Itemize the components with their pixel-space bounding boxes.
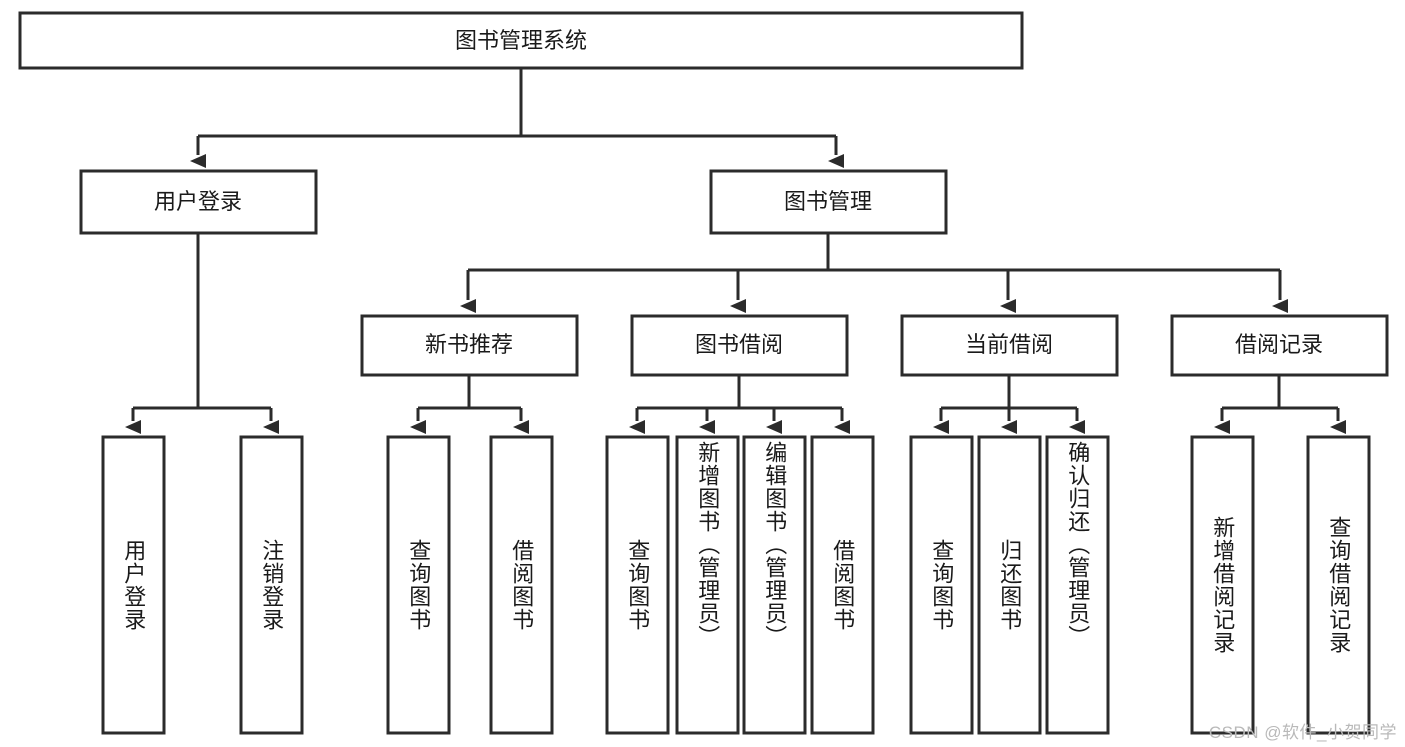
leaf-user-login-1[interactable] xyxy=(239,435,304,735)
leaf-borrow-record-1[interactable] xyxy=(1306,435,1371,735)
node-new-book-recommend[interactable] xyxy=(360,314,579,377)
leaf-borrow-record-0[interactable] xyxy=(1190,435,1255,735)
leaf-book-borrow-3[interactable] xyxy=(810,435,875,735)
leaf-user-login-0[interactable] xyxy=(101,435,166,735)
leaf-book-borrow-1[interactable] xyxy=(675,435,740,735)
edge-book-borrow-to-leaves xyxy=(629,375,850,434)
node-root-label: 图书管理系统 xyxy=(455,28,587,53)
edge-book-manage-to-bus xyxy=(460,233,1288,313)
node-current-borrow-label: 当前借阅 xyxy=(965,332,1053,357)
node-borrow-record[interactable] xyxy=(1170,314,1389,377)
edge-current-borrow-to-leaves xyxy=(933,375,1085,434)
node-book-borrow-label: 图书借阅 xyxy=(695,332,783,357)
node-book-borrow[interactable] xyxy=(630,314,849,377)
edge-user-login-to-leaves xyxy=(125,233,279,434)
node-book-manage-label: 图书管理 xyxy=(784,189,872,214)
leaf-current-borrow-1[interactable] xyxy=(977,435,1042,735)
node-borrow-record-label: 借阅记录 xyxy=(1235,332,1323,357)
leaf-new-book-recommend-0[interactable] xyxy=(386,435,451,735)
node-root[interactable] xyxy=(18,11,1024,70)
node-user-login[interactable] xyxy=(79,169,318,235)
node-current-borrow[interactable] xyxy=(900,314,1119,377)
node-book-manage[interactable] xyxy=(709,169,948,235)
leaf-current-borrow-2[interactable] xyxy=(1045,435,1110,735)
leaf-new-book-recommend-1[interactable] xyxy=(489,435,554,735)
edge-borrow-record-to-leaves xyxy=(1214,375,1346,434)
watermark: CSDN @软件_小贺同学 xyxy=(1208,723,1397,742)
node-user-login-label: 用户登录 xyxy=(154,189,242,214)
node-new-book-recommend-label: 新书推荐 xyxy=(425,332,513,357)
leaf-book-borrow-2[interactable] xyxy=(742,435,807,735)
leaf-book-borrow-0[interactable] xyxy=(605,435,670,735)
leaf-current-borrow-0[interactable] xyxy=(909,435,974,735)
edge-new-book-recommend-to-leaves xyxy=(410,375,529,434)
edge-root-to-bus xyxy=(198,68,836,138)
